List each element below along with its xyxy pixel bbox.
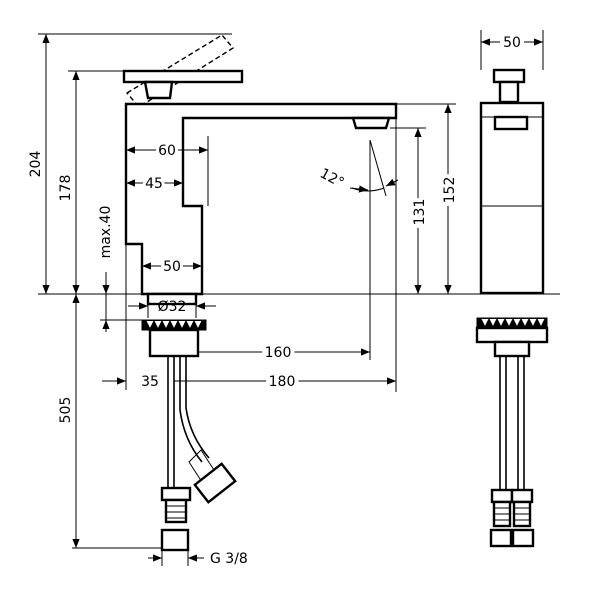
aerator — [351, 116, 391, 130]
dim-50-body: 50 — [163, 259, 181, 275]
connection-fitting — [160, 528, 190, 552]
dim-35: 35 — [141, 374, 159, 390]
dim-178: 178 — [58, 175, 74, 202]
dim-152: 152 — [442, 177, 458, 204]
dim-204: 204 — [28, 151, 44, 178]
side-knob — [492, 68, 526, 84]
dim-505: 505 — [58, 397, 74, 424]
dim-angle-12: 12° — [317, 166, 346, 192]
dimension-lines — [38, 30, 560, 566]
dim-diameter-32: Ø32 — [158, 299, 187, 315]
side-view — [475, 68, 549, 548]
spout-body — [124, 102, 398, 296]
dim-180: 180 — [269, 374, 296, 390]
mounting-nut — [148, 328, 200, 358]
dim-160: 160 — [265, 345, 292, 361]
front-view — [122, 34, 398, 552]
dim-50-side: 50 — [503, 35, 521, 51]
dim-60: 60 — [158, 143, 176, 159]
dim-thread-g38: G 3/8 — [210, 551, 248, 567]
dim-max-40: max.40 — [98, 206, 114, 259]
dim-45: 45 — [145, 176, 163, 192]
cartridge-cap — [143, 80, 174, 100]
side-body — [479, 101, 545, 295]
dim-131: 131 — [412, 199, 428, 226]
hoses — [160, 356, 237, 552]
lever-closed — [122, 69, 244, 84]
